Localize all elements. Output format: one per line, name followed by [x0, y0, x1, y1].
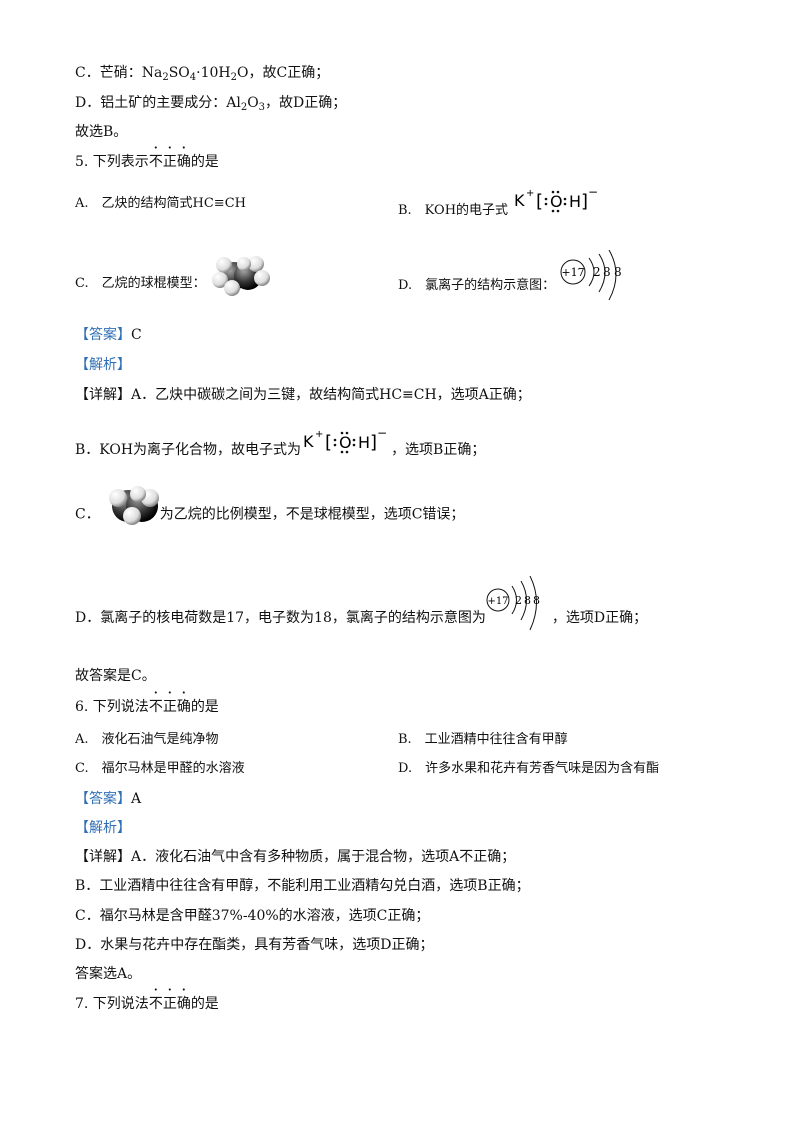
q5-detail-a: 【详解】A．乙炔中碳碳之间为三键，故结构简式HC≡CH，选项A正确；: [75, 387, 531, 403]
q5-answer: 【答案】C: [75, 327, 142, 343]
prev-option-d: D．铝土矿的主要成分：Al2O3，故D正确；: [75, 95, 347, 113]
svg-text:8: 8: [603, 265, 611, 279]
svg-text:]: ]: [370, 432, 377, 453]
svg-text:[: [: [325, 432, 332, 453]
q6-option-c: C. 福尔马林是甲醛的水溶液: [75, 761, 245, 776]
q6-stem: 6. 下列说法不正确的是: [75, 697, 219, 717]
svg-text:[: [: [536, 191, 543, 212]
svg-text:8: 8: [614, 265, 622, 279]
q5-conclusion: 故答案是C。: [75, 668, 156, 684]
q6-option-d: D. 许多水果和花卉有芳香气味是因为含有酯: [398, 761, 660, 776]
svg-text:K: K: [514, 191, 525, 210]
svg-text:8: 8: [533, 594, 540, 607]
q5-detail-d: D．氯离子的核电荷数是17，电子数为18，氯离子的结构示意图为 +17 2 8 …: [75, 575, 647, 636]
koh-electron-formula: K + [ O H ] −: [512, 184, 602, 237]
q5-analysis-tag: 【解析】: [75, 357, 131, 373]
chloride-ion-diagram: +17 2 8 8: [559, 249, 637, 321]
svg-text:+17: +17: [562, 266, 585, 279]
svg-text:K: K: [303, 432, 314, 451]
svg-text:−: −: [588, 185, 598, 199]
chloride-ion-diagram-2: +17 2 8 8: [486, 575, 552, 660]
svg-text:−: −: [377, 426, 387, 440]
q6-detail-a: 【详解】A．液化石油气中含有多种物质，属于混合物，选项A不正确；: [75, 849, 516, 865]
svg-text:2: 2: [515, 594, 522, 607]
q5-option-b: B. KOH的电子式 K + [ O H ] −: [398, 184, 602, 224]
q6-analysis-tag: 【解析】: [75, 820, 131, 836]
svg-text:+: +: [315, 429, 323, 440]
q5-stem: 5. 下列表示不正确的是: [75, 152, 219, 172]
svg-text:2: 2: [593, 265, 601, 279]
koh-electron-formula-2: K + [ O H ] −: [301, 425, 391, 475]
q5-option-a: A. 乙炔的结构简式HC≡CH: [75, 196, 246, 211]
svg-text:+17: +17: [487, 596, 508, 607]
q5-detail-b: B．KOH为离子化合物，故电子式为 K + [ O H ] − ，选项B正确；: [75, 425, 485, 461]
svg-text:]: ]: [581, 191, 588, 212]
q6-option-b: B. 工业酒精中往往含有甲醇: [398, 732, 568, 747]
prev-conclusion: 故选B。: [75, 124, 128, 140]
q6-detail-c: C．福尔马林是含甲醛37%-40%的水溶液，选项C正确；: [75, 908, 430, 924]
svg-text:O: O: [550, 192, 563, 211]
ethane-space-filling-model: [108, 484, 160, 545]
svg-text:H: H: [358, 433, 370, 452]
q5-detail-c: C． 为乙烷的比例模型，不是球棍模型，选项C错误；: [75, 484, 464, 530]
q6-option-a: A. 液化石油气是纯净物: [75, 732, 219, 747]
svg-text:8: 8: [524, 594, 531, 607]
q6-detail-d: D．水果与花卉中存在酯类，具有芳香气味，选项D正确；: [75, 937, 434, 953]
q5-option-c: C. 乙烷的球棍模型：: [75, 252, 272, 302]
q6-conclusion: 答案选A。: [75, 966, 142, 982]
q7-stem: 7. 下列说法不正确的是: [75, 994, 219, 1014]
q6-answer: 【答案】A: [75, 791, 142, 807]
svg-text:O: O: [339, 433, 352, 452]
q5-option-d: D. 氯离子的结构示意图： +17 2 8 8: [398, 249, 637, 304]
svg-text:+: +: [526, 188, 534, 199]
ethane-ball-stick-model: [210, 252, 272, 315]
prev-option-c: C．芒硝：Na2SO4·10H2O，故C正确；: [75, 65, 330, 83]
q6-detail-b: B．工业酒精中往往含有甲醇，不能利用工业酒精勾兑白酒，选项B正确；: [75, 878, 530, 894]
svg-text:H: H: [569, 192, 581, 211]
